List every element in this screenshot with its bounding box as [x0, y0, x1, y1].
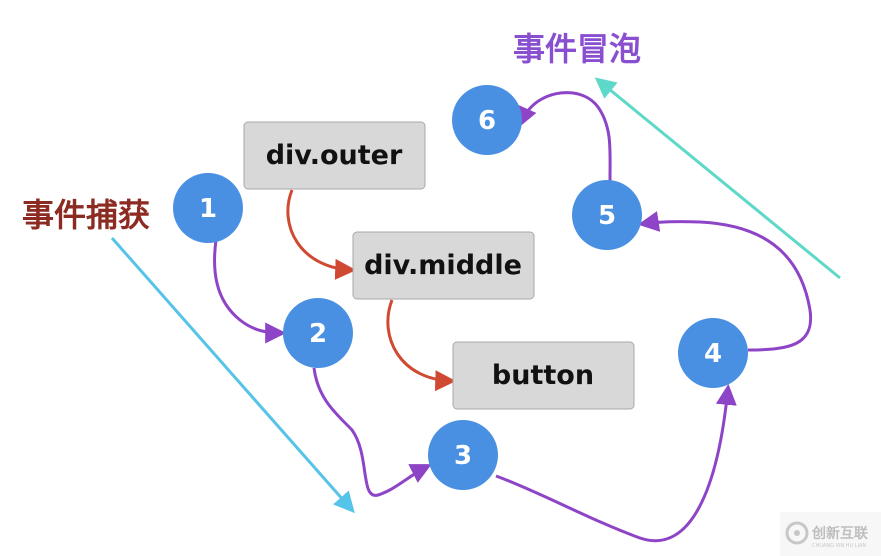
step-3-number: 3 — [454, 441, 472, 471]
box-button-label: button — [492, 360, 594, 391]
step-4-to-5-path — [637, 211, 813, 352]
step-3-to-4-path — [495, 383, 737, 543]
capture-phase-label: 事件捕获 — [22, 196, 150, 234]
middle-to-button-arrow — [386, 299, 457, 392]
step-circle-4: 4 — [678, 318, 748, 388]
step-circle-5: 5 — [572, 180, 642, 250]
box-div-middle: div.middle — [352, 231, 535, 300]
step-circle-2: 2 — [283, 298, 353, 368]
watermark-logo: 创新互联 CHUANG XIN HU LIAN — [780, 512, 881, 556]
step-5-number: 5 — [598, 201, 616, 231]
box-div-outer-label: div.outer — [266, 140, 403, 171]
bubble-direction-arrow — [594, 77, 841, 280]
box-div-middle-label: div.middle — [364, 250, 522, 281]
capture-direction-arrow — [110, 237, 355, 514]
step-6-number: 6 — [478, 106, 496, 136]
outer-to-middle-arrow — [286, 189, 357, 280]
box-div-outer: div.outer — [243, 121, 426, 190]
step-circle-3: 3 — [428, 420, 498, 490]
step-5-to-6-path — [517, 91, 612, 182]
bubble-phase-label: 事件冒泡 — [513, 30, 641, 68]
watermark-text: 创新互联 — [811, 525, 869, 542]
step-2-to-3-path — [312, 367, 432, 497]
step-1-number: 1 — [199, 194, 217, 224]
step-1-to-2-path — [213, 239, 287, 344]
watermark-subtext: CHUANG XIN HU LIAN — [812, 543, 866, 549]
box-button: button — [452, 341, 635, 410]
step-circle-1: 1 — [173, 173, 243, 243]
step-2-number: 2 — [309, 319, 327, 349]
step-4-number: 4 — [704, 339, 722, 369]
watermark-circle-icon — [785, 521, 809, 545]
step-circle-6: 6 — [452, 85, 522, 155]
